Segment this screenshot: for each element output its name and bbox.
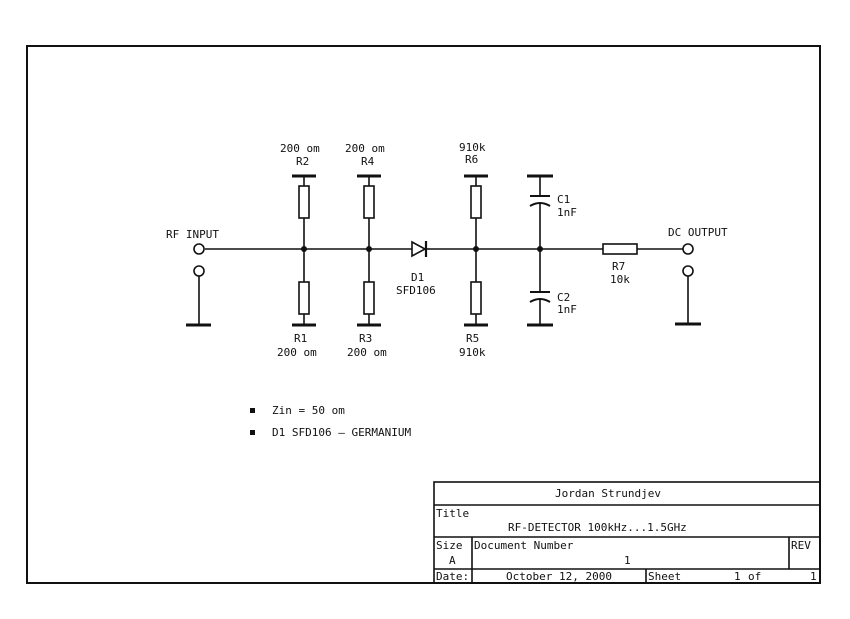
d1-ref: D1 [411,271,424,284]
c1-ref: C1 [557,193,570,206]
r4-value: 200 om [345,142,385,155]
date-value: October 12, 2000 [506,570,612,583]
diode-d1 [411,240,430,258]
rf-input-connector [186,243,211,327]
d1-value: SFD106 [396,284,436,297]
size-label: Size [436,539,463,552]
sheet-label: Sheet [648,570,681,583]
note-bullet [250,430,255,435]
doc-number-value: 1 [624,554,631,567]
note-bullet [250,408,255,413]
resistor-r1 [292,249,316,327]
capacitor-c2 [527,249,553,327]
sheet-total: 1 [810,570,817,583]
r3-value: 200 om [347,346,387,359]
dc-output-connector [675,243,701,326]
resistor-r6 [464,174,488,249]
title-label: Title [436,507,469,520]
capacitor-c1 [527,174,553,249]
c1-value: 1nF [557,206,577,219]
c2-ref: C2 [557,291,570,304]
of-label: of [748,570,761,583]
c2-value: 1nF [557,303,577,316]
sheet-number: 1 [734,570,741,583]
r6-ref: R6 [465,153,478,166]
r6-value: 910k [459,141,486,154]
r1-ref: R1 [294,332,307,345]
r2-value: 200 om [280,142,320,155]
r5-ref: R5 [466,332,479,345]
author-name: Jordan Strundjev [555,487,661,500]
document-title: RF-DETECTOR 100kHz...1.5GHz [508,521,687,534]
dc-output-label: DC OUTPUT [668,226,728,239]
sheet-border [26,45,821,584]
resistor-r7 [602,243,638,255]
r7-ref: R7 [612,260,625,273]
size-value: A [449,554,456,567]
r3-ref: R3 [359,332,372,345]
doc-number-label: Document Number [474,539,574,552]
r5-value: 910k [459,346,486,359]
resistor-r5 [464,249,488,327]
notes: Zin = 50 om D1 SFD106 — GERMANIUM [250,404,411,439]
date-label: Date: [436,570,469,583]
r7-value: 10k [610,273,630,286]
resistor-r2 [292,174,316,249]
note-item: D1 SFD106 — GERMANIUM [272,426,411,439]
title-block: Jordan Strundjev Title RF-DETECTOR 100kH… [433,481,821,584]
note-item: Zin = 50 om [272,404,345,417]
resistor-r4 [357,174,381,249]
rf-input-label: RF INPUT [166,228,219,241]
resistor-r3 [357,249,381,327]
r4-ref: R4 [361,155,375,168]
r2-ref: R2 [296,155,309,168]
rev-label: REV [791,539,811,552]
r1-value: 200 om [277,346,317,359]
